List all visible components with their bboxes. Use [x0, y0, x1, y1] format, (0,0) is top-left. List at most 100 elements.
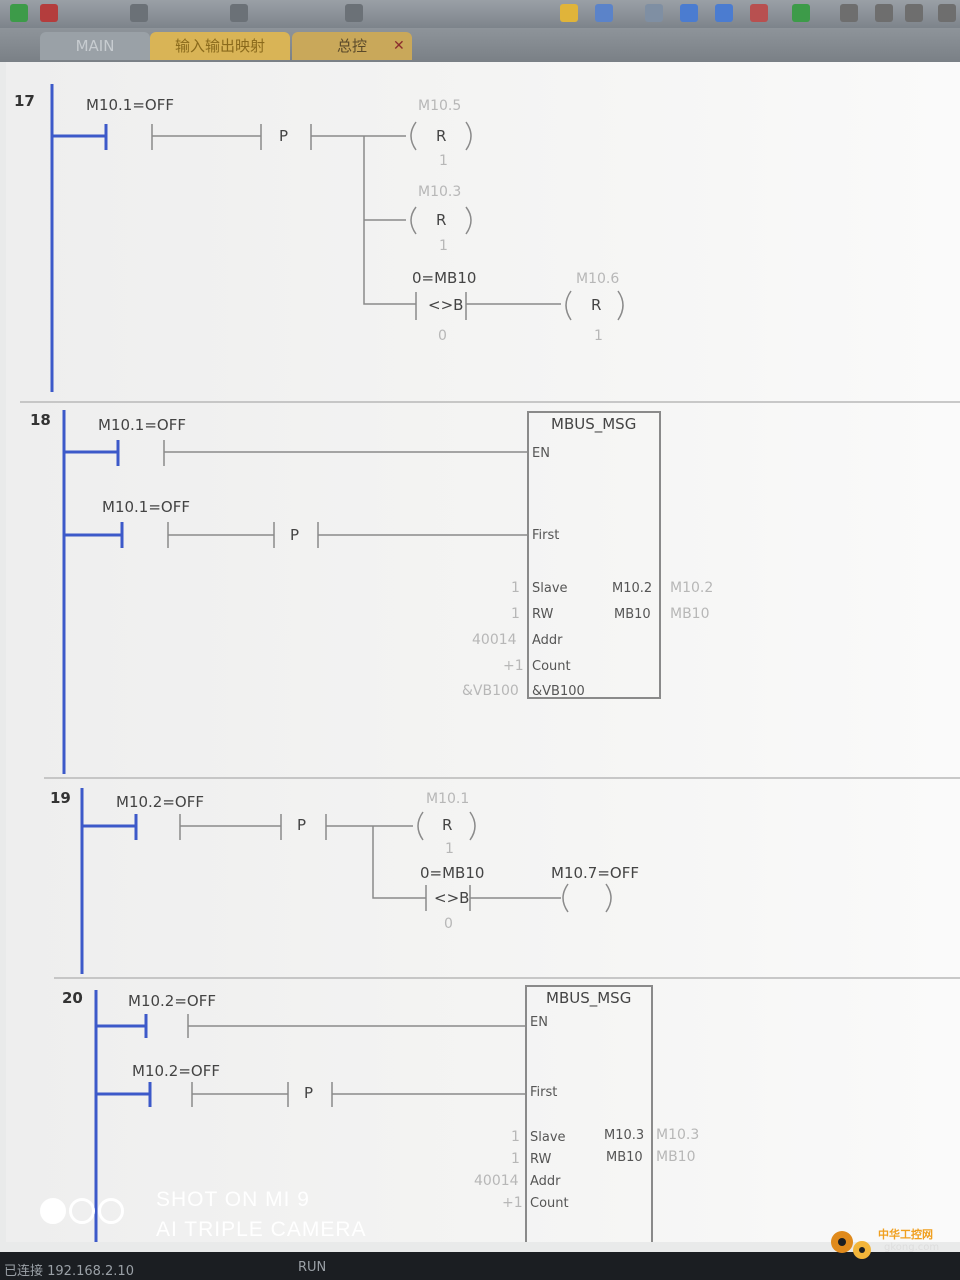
connection-status: 已连接 192.168.2.10: [4, 1264, 134, 1279]
compare-operand-2: 0: [438, 328, 447, 344]
coil-address: M10.5: [418, 98, 461, 114]
tab-main[interactable]: MAIN: [40, 32, 150, 60]
logo-title: 中华工控网: [878, 1228, 933, 1241]
pin-first: First: [532, 528, 559, 543]
input-addr-value: 40014: [474, 1173, 519, 1189]
en-wire: [187, 1014, 526, 1038]
branch-wire: [310, 124, 416, 305]
stop-icon[interactable]: [40, 4, 58, 22]
output-error: MB10: [614, 607, 651, 622]
tab-io-mapping[interactable]: 输入输出映射: [150, 32, 290, 60]
contact-left-bar: [64, 440, 120, 466]
tab-master-control-label: 总控: [336, 37, 367, 55]
pin-en: EN: [530, 1015, 548, 1030]
tool4-icon[interactable]: [938, 4, 956, 22]
status-chart-icon[interactable]: [595, 4, 613, 22]
input-data-value: &VB100: [462, 683, 519, 699]
block-title: MBUS_MSG: [551, 415, 636, 434]
delete-icon[interactable]: [715, 4, 733, 22]
coil-type: R: [442, 816, 452, 834]
network-number: 20: [62, 989, 83, 1007]
coil-parens: [410, 206, 472, 235]
pin-slave: Slave: [532, 581, 568, 596]
tab-master-control[interactable]: 总控: [292, 32, 412, 60]
coil-parens: [562, 883, 612, 913]
tool3-icon[interactable]: [905, 4, 923, 22]
output-done: M10.3: [604, 1128, 644, 1143]
coil-type: R: [436, 127, 446, 145]
plc-mode: RUN: [298, 1260, 327, 1275]
monitor-icon[interactable]: [560, 4, 578, 22]
network-19[interactable]: 19 M10.2=OFF P M10.1 R 1 0=MB10 <>B 0 M1…: [50, 788, 639, 974]
first-wire: [331, 1082, 526, 1107]
contact-label: M10.1=OFF: [98, 416, 186, 434]
p-edge-label: P: [304, 1084, 313, 1102]
contact-label: M10.2=OFF: [132, 1062, 220, 1080]
pin-addr: Addr: [530, 1174, 561, 1189]
close-tab-icon[interactable]: ✕: [393, 38, 405, 54]
input-count-value: +1: [502, 1195, 523, 1211]
download-icon[interactable]: [230, 4, 248, 22]
output-error-monitor: MB10: [656, 1149, 696, 1165]
camera-lens-icon: [40, 1198, 127, 1228]
insert-icon[interactable]: [680, 4, 698, 22]
contact-left-bar: [96, 1082, 152, 1107]
contact-wire: [179, 814, 282, 840]
network-number: 19: [50, 789, 71, 807]
coil-address: M10.7=OFF: [551, 864, 639, 882]
output-error-monitor: MB10: [670, 606, 710, 622]
upload-icon[interactable]: [130, 4, 148, 22]
compare-contact: [415, 292, 561, 320]
compare-operand: 0=MB10: [412, 269, 476, 287]
coil-parens: [565, 290, 624, 321]
input-addr-value: 40014: [472, 632, 517, 648]
compile-icon[interactable]: [345, 4, 363, 22]
contact-left-bar: [82, 814, 138, 840]
contact-wire: [151, 124, 262, 150]
ladder-editor[interactable]: 17 M10.1=OFF P M10.5 R 1 M10.3 R 1 0=MB1…: [6, 62, 960, 1242]
network-icon[interactable]: [750, 4, 768, 22]
input-slave-value: 1: [511, 580, 520, 596]
tool2-icon[interactable]: [875, 4, 893, 22]
pin-data: &VB100: [532, 684, 585, 699]
tool-icon[interactable]: [840, 4, 858, 22]
network-20[interactable]: 20 M10.2=OFF M10.2=OFF P MBUS_MSG EN Fir…: [62, 985, 699, 1242]
ladder-diagram: 17 M10.1=OFF P M10.5 R 1 M10.3 R 1 0=MB1…: [14, 84, 960, 1242]
coil-count: 1: [439, 153, 448, 169]
coil-count: 1: [445, 841, 454, 857]
status-bar: 已连接 192.168.2.10 RUN: [0, 1252, 960, 1280]
coil-count: 1: [439, 238, 448, 254]
coil-count: 1: [594, 328, 603, 344]
output-done-monitor: M10.3: [656, 1127, 699, 1143]
mbus-msg-block[interactable]: [527, 411, 661, 699]
coil-address: M10.1: [426, 791, 469, 807]
compare-operator: <>B: [428, 296, 463, 314]
input-rw-value: 1: [511, 606, 520, 622]
contact-left-bar: [64, 522, 124, 548]
pin-count: Count: [532, 659, 571, 674]
first-wire: [317, 522, 528, 548]
contact-label: M10.2=OFF: [128, 992, 216, 1010]
p-edge-label: P: [279, 127, 288, 145]
toolbar: [0, 0, 960, 28]
pin-count: Count: [530, 1196, 569, 1211]
coil-type: R: [436, 211, 446, 229]
force-icon[interactable]: [645, 4, 663, 22]
coil-type: R: [591, 296, 601, 314]
run-icon[interactable]: [10, 4, 28, 22]
contact-left-bar: [96, 1014, 148, 1038]
output-error: MB10: [606, 1150, 643, 1165]
contact-label: M10.1=OFF: [102, 498, 190, 516]
network-17[interactable]: 17 M10.1=OFF P M10.5 R 1 M10.3 R 1 0=MB1…: [14, 84, 624, 392]
coil-address: M10.6: [576, 271, 619, 287]
mbus-msg-block[interactable]: [525, 985, 653, 1242]
input-rw-value: 1: [511, 1151, 520, 1167]
contact-wire: [191, 1082, 289, 1107]
network-18[interactable]: 18 M10.1=OFF M10.1=OFF P MBUS_MSG EN Fir…: [30, 410, 713, 774]
input-count-value: +1: [503, 658, 524, 674]
coil-address: M10.3: [418, 184, 461, 200]
pin-addr: Addr: [532, 633, 563, 648]
add-icon[interactable]: [792, 4, 810, 22]
network-number: 18: [30, 411, 51, 429]
compare-operand: 0=MB10: [420, 864, 484, 882]
